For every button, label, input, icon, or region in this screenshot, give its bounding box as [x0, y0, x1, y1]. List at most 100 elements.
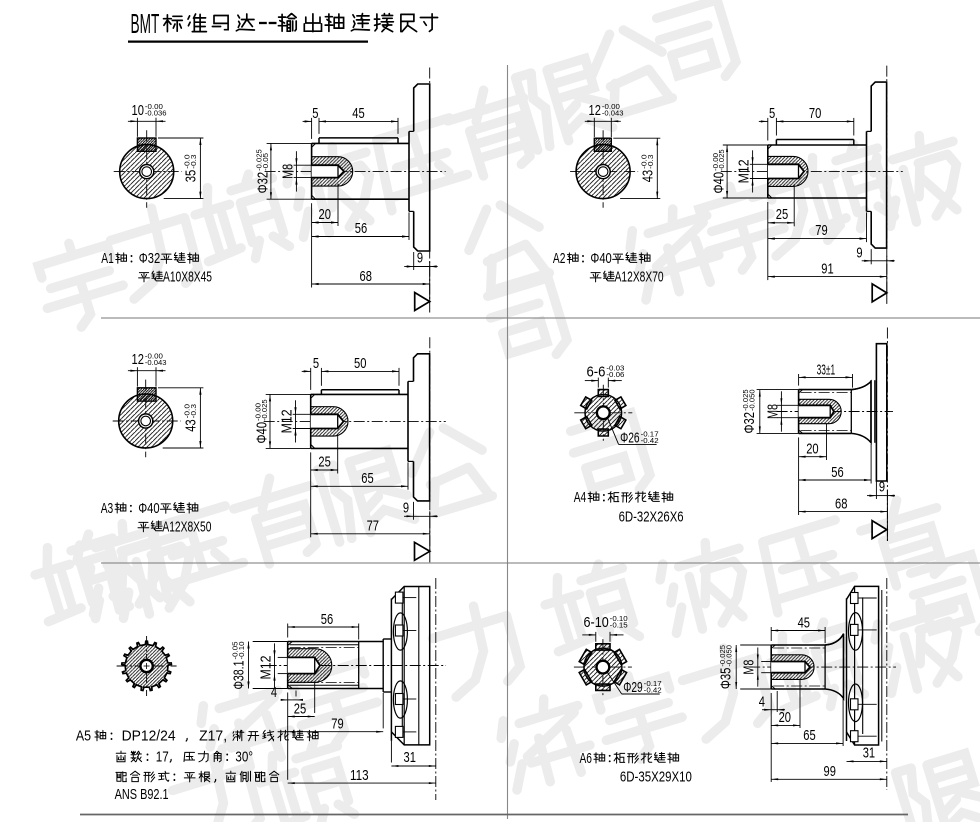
svg-text:43: 43: [639, 170, 656, 182]
svg-text:A10X8X45: A10X8X45: [163, 269, 212, 286]
svg-text:-0.025: -0.025: [718, 645, 727, 667]
svg-text:25: 25: [318, 454, 330, 471]
svg-text:-0.10: -0.10: [610, 614, 628, 623]
svg-text:25: 25: [776, 206, 788, 223]
svg-text:5: 5: [312, 105, 318, 122]
svg-text:56: 56: [831, 464, 843, 481]
svg-text:M12: M12: [736, 159, 753, 183]
svg-text:45: 45: [352, 105, 364, 122]
svg-text:6D-35X29X10: 6D-35X29X10: [620, 769, 692, 786]
svg-text:-0.0: -0.0: [183, 404, 192, 418]
svg-text:68: 68: [360, 268, 372, 285]
svg-text:-0.036: -0.036: [145, 108, 167, 117]
svg-text:91: 91: [821, 260, 833, 277]
svg-text:Φ35: Φ35: [718, 668, 735, 690]
svg-text:-0.00: -0.00: [711, 153, 720, 171]
svg-text:-0.17: -0.17: [641, 430, 659, 439]
svg-text:-0.15: -0.15: [610, 621, 628, 630]
svg-text:Φ40: Φ40: [254, 422, 271, 444]
svg-text:Φ40: Φ40: [711, 172, 728, 194]
svg-text:Φ26: Φ26: [620, 429, 640, 446]
svg-text:-0.025: -0.025: [260, 399, 269, 421]
svg-text:-0.0: -0.0: [183, 154, 192, 168]
svg-text:-0.043: -0.043: [602, 108, 624, 117]
svg-text:BMT: BMT: [131, 8, 160, 39]
svg-text:-0.00: -0.00: [145, 351, 163, 360]
svg-text:-0.00: -0.00: [602, 102, 620, 111]
svg-text:M12: M12: [257, 656, 274, 680]
svg-text:70: 70: [809, 105, 821, 122]
svg-text:10: 10: [132, 102, 144, 119]
svg-text:DP12/24: DP12/24: [122, 728, 176, 745]
svg-text:-0.3: -0.3: [189, 404, 198, 418]
svg-text:79: 79: [815, 222, 827, 239]
svg-text:Φ40: Φ40: [138, 500, 159, 517]
svg-text:113: 113: [350, 767, 369, 784]
svg-text:35: 35: [182, 170, 199, 182]
svg-text:56: 56: [321, 611, 333, 628]
svg-text:25: 25: [294, 700, 306, 717]
svg-text:A5: A5: [76, 728, 91, 745]
svg-text:A1: A1: [101, 250, 114, 267]
svg-text:A12X8X50: A12X8X50: [162, 518, 211, 535]
svg-text:-0.00: -0.00: [145, 102, 163, 111]
svg-text:20: 20: [319, 206, 331, 223]
svg-text:-0.3: -0.3: [189, 154, 198, 168]
svg-text:45: 45: [798, 614, 810, 631]
svg-text:6-10: 6-10: [584, 614, 609, 631]
svg-text:A4: A4: [574, 489, 587, 506]
svg-text:31: 31: [404, 749, 416, 766]
svg-text:-0.3: -0.3: [646, 154, 655, 168]
svg-text:12: 12: [589, 102, 601, 119]
svg-text:56: 56: [355, 220, 367, 237]
svg-text:M8: M8: [741, 660, 758, 675]
svg-text:50: 50: [354, 355, 366, 372]
svg-text:17: 17: [156, 749, 169, 766]
svg-text:-0.050: -0.050: [748, 389, 757, 411]
svg-text:-0.42: -0.42: [644, 686, 662, 695]
svg-text:M8: M8: [279, 164, 296, 179]
svg-text:30°: 30°: [235, 749, 253, 766]
svg-text:-0.050: -0.050: [724, 645, 733, 667]
svg-text:-0.025: -0.025: [717, 149, 726, 171]
svg-text:Φ32: Φ32: [741, 412, 758, 434]
svg-text:Φ32: Φ32: [254, 172, 271, 194]
svg-text:Φ32: Φ32: [139, 250, 160, 267]
svg-text:-0.043: -0.043: [145, 358, 167, 367]
svg-text:9: 9: [417, 249, 423, 266]
svg-text:-0.00: -0.00: [254, 403, 263, 421]
svg-text:99: 99: [824, 763, 836, 780]
svg-text:ANS B92.1: ANS B92.1: [115, 786, 169, 803]
svg-text:-0.05: -0.05: [261, 153, 270, 171]
svg-text:20: 20: [806, 440, 818, 457]
svg-text:5: 5: [769, 105, 775, 122]
svg-text:9: 9: [403, 500, 409, 517]
svg-text:-0.025: -0.025: [741, 389, 750, 411]
svg-text:-0.025: -0.025: [255, 149, 264, 171]
svg-text:A3: A3: [101, 500, 114, 517]
svg-text:-0.17: -0.17: [644, 679, 662, 688]
svg-text:20: 20: [779, 709, 791, 726]
svg-text:A6: A6: [580, 750, 593, 767]
svg-text:Φ40: Φ40: [590, 250, 611, 267]
svg-text:A2: A2: [553, 250, 566, 267]
svg-text:-0.0: -0.0: [640, 154, 649, 168]
svg-text:-0.42: -0.42: [641, 436, 659, 445]
svg-text:9: 9: [856, 244, 862, 261]
svg-text:Z17,: Z17,: [199, 728, 227, 745]
svg-text:5: 5: [313, 355, 319, 372]
svg-text:M12: M12: [279, 409, 296, 433]
svg-text:A12X8X70: A12X8X70: [615, 269, 664, 286]
svg-text:4: 4: [271, 684, 277, 701]
svg-text:-0.06: -0.06: [606, 370, 624, 379]
svg-text:65: 65: [361, 470, 373, 487]
svg-text:6-6: 6-6: [587, 364, 606, 381]
svg-text:6D-32X26X6: 6D-32X26X6: [619, 509, 684, 526]
svg-text:12: 12: [132, 351, 144, 368]
svg-text:31: 31: [863, 745, 875, 762]
svg-text:33±1: 33±1: [817, 361, 836, 378]
svg-text:65: 65: [803, 727, 815, 744]
svg-text:68: 68: [835, 495, 847, 512]
svg-text:Φ38.1: Φ38.1: [231, 661, 248, 690]
svg-text:-0.05: -0.05: [231, 642, 240, 660]
